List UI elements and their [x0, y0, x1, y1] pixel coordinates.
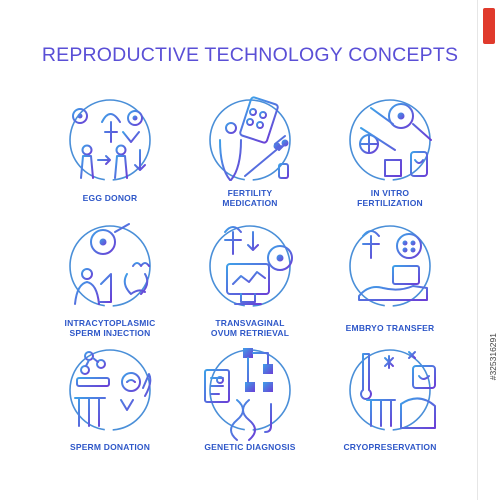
concept-label: GENETIC DIAGNOSIS	[204, 442, 296, 452]
sperm-donation-icon	[69, 349, 152, 431]
ovum-retrieval-icon	[209, 225, 293, 307]
egg-donor-icon	[69, 99, 151, 181]
sperm-injection-icon	[69, 223, 151, 307]
in-vitro-fertilization-icon	[349, 99, 432, 181]
concept-label: INTRACYTOPLASMIC	[64, 318, 156, 328]
concept-label: SPERM DONATION	[69, 442, 151, 452]
concept-label: CRYOPRESERVATION	[343, 442, 437, 452]
concept-label: FERTILITY	[227, 188, 273, 198]
concept-label: TRANSVAGINAL	[215, 318, 285, 328]
embryo-transfer-icon	[349, 225, 431, 307]
stock-logo-icon	[483, 8, 495, 44]
fertility-medication-icon	[209, 96, 291, 181]
concept-label: SPERM INJECTION	[69, 328, 151, 338]
genetic-diagnosis-icon	[204, 348, 291, 441]
stock-image-id: #325316291	[488, 332, 498, 380]
concept-label: MEDICATION	[222, 198, 278, 208]
concept-label: FERTILIZATION	[357, 198, 423, 208]
stock-watermark-strip: #325316291	[477, 0, 500, 500]
cryopreservation-icon	[349, 349, 436, 431]
concept-label: EMBRYO TRANSFER	[345, 323, 435, 333]
concept-label: IN VITRO	[370, 188, 410, 198]
concept-label: EGG DONOR	[82, 193, 138, 203]
page-title: REPRODUCTIVE TECHNOLOGY CONCEPTS	[41, 44, 459, 66]
concept-label: OVUM RETRIEVAL	[210, 328, 290, 338]
